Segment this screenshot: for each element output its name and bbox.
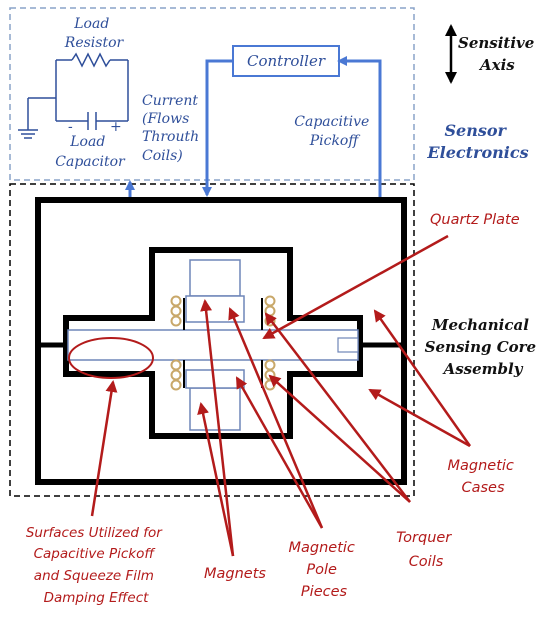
torquer-coil-loop: [170, 379, 182, 391]
quartz-plate: [67, 329, 359, 361]
torquer-coil-loop: [264, 359, 276, 371]
sensor-electronics-box: [9, 7, 415, 181]
torquer-coil-loop: [264, 295, 276, 307]
controller-label: Controller: [247, 52, 326, 70]
load-capacitor-label: Load Capacitor: [55, 134, 126, 170]
torquer-coil-loop: [170, 359, 182, 371]
torquer-coil-loop: [170, 305, 182, 317]
sensor-electronics-label: Sensor Electronics: [426, 121, 528, 162]
cap-minus-sign: -: [68, 119, 73, 135]
outer-case: [35, 197, 407, 485]
controller-box: [232, 45, 340, 77]
load-resistor-label: Load Resistor: [64, 16, 125, 51]
torquer-coils-label: Torquer Coils: [396, 530, 456, 570]
quartz-plate-label: Quartz Plate: [430, 212, 520, 228]
torquer-coil-loop: [170, 295, 182, 307]
magnetic-pole-pieces-label: Magnetic Pole Pieces: [288, 540, 359, 600]
magnet-top: [189, 259, 241, 297]
mechanical-core-box: [9, 183, 415, 497]
quartz-tab-right: [337, 337, 359, 353]
callout-arrows: [90, 234, 472, 557]
magnets-label: Magnets: [204, 566, 266, 582]
magnetic-cases-label: Magnetic Cases: [447, 458, 518, 496]
cap-plus-sign: +: [110, 119, 122, 135]
surfaces-highlight-ellipse: [68, 337, 154, 379]
current-label: Current (Flows Throuth Coils): [142, 93, 204, 164]
pole-piece-top: [185, 295, 245, 323]
torquer-coil-loop: [170, 315, 182, 327]
mechanical-core-label: Mechanical Sensing Core Assembly: [425, 316, 542, 378]
capacitive-pickoff-label: Capacitive Pickoff: [294, 114, 373, 149]
torquer-coil-loop: [264, 379, 276, 391]
torquer-coil-loop: [170, 369, 182, 381]
load-circuit: [18, 52, 129, 139]
inner-magnetic-case: [63, 247, 363, 439]
sensitive-axis-label: Sensitive Axis: [458, 34, 540, 74]
surfaces-label: Surfaces Utilized for Capacitive Pickoff…: [26, 525, 166, 606]
